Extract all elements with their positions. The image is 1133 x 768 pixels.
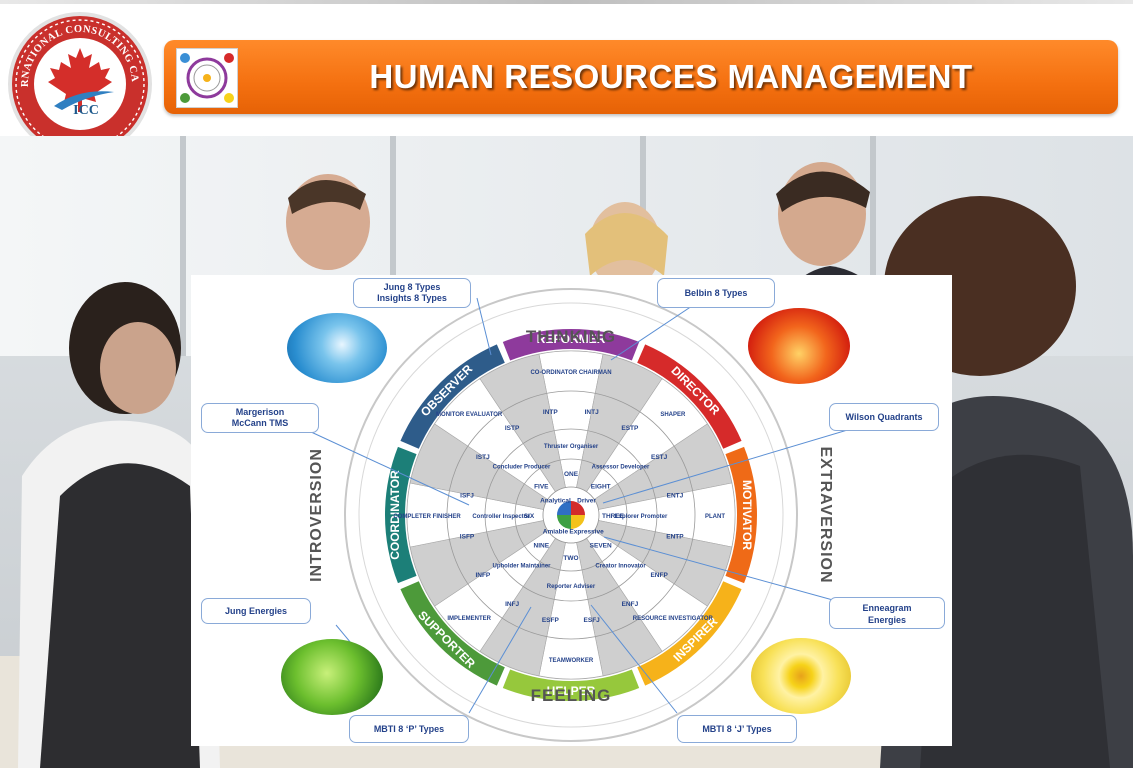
- callout-margerison: Margerison McCann TMS: [201, 403, 319, 433]
- inner-ring: [514, 458, 628, 572]
- segment-label: COORDINATOR: [388, 470, 402, 560]
- center-quadrant: [557, 501, 571, 515]
- mbti-label: ESFJ: [584, 617, 601, 624]
- title-banner: HUMAN RESOURCES MANAGEMENT: [164, 40, 1118, 114]
- axis-label-bottom: FEELING: [531, 686, 612, 705]
- mbti-label: INTP: [543, 409, 558, 416]
- belbin-label: COMPLETER FINISHER: [393, 514, 461, 520]
- callout-belbin: Belbin 8 Types: [657, 278, 775, 308]
- belbin-label: IMPLEMENTER: [447, 616, 491, 622]
- enneagram-label: ONE: [564, 471, 579, 478]
- tms-label: Reporter Adviser: [547, 584, 596, 590]
- axis-label-top: THINKING: [526, 327, 616, 346]
- page-title: HUMAN RESOURCES MANAGEMENT: [369, 58, 973, 95]
- mbti-label: ISTJ: [476, 454, 490, 461]
- logo-monogram: ICC: [73, 103, 99, 118]
- enneagram-label: THREE: [602, 513, 625, 520]
- tms-label: Thruster Organiser: [544, 444, 599, 450]
- inner-ring: [446, 390, 696, 640]
- mbti-label: ESTJ: [651, 454, 668, 461]
- mbti-label: INFP: [475, 572, 490, 579]
- segment-observer: [400, 344, 505, 449]
- segment-coordinator: [385, 446, 417, 584]
- belbin-label: SHAPER: [660, 412, 686, 418]
- callout-wilson: Wilson Quadrants: [829, 403, 939, 431]
- segment-label: MOTIVATOR: [740, 480, 754, 550]
- mbti-label: INFJ: [505, 601, 519, 608]
- mbti-label: ENTJ: [667, 492, 684, 499]
- center-quadrant: [571, 515, 585, 529]
- mbti-label: ESFP: [542, 617, 560, 624]
- callout-text: Energies: [867, 615, 907, 625]
- enneagram-label: NINE: [534, 543, 550, 550]
- outer-ring: [358, 302, 784, 728]
- top-divider: [0, 0, 1133, 4]
- segment-helper: [502, 669, 640, 701]
- wheel-graphic: REFORMERDIRECTORMOTIVATORINSPIRERHELPERS…: [295, 288, 882, 742]
- maple-leaf-icon: [48, 48, 112, 112]
- earth-image: [281, 639, 383, 715]
- callout-text: Margerison: [235, 407, 285, 417]
- callout-jung-insights: Jung 8 Types Insights 8 Types: [353, 278, 471, 308]
- segment-director: [637, 344, 742, 449]
- segment-motivator: [725, 446, 758, 584]
- quadrant-label: Expressive: [569, 529, 604, 536]
- center-quadrant: [557, 515, 571, 529]
- tms-label: Concluder Producer: [493, 465, 551, 471]
- wheel-thumbnail-icon: [176, 48, 238, 108]
- belbin-label: TEAMWORKER: [549, 658, 594, 664]
- callout-jung-energies: Jung Energies: [201, 598, 311, 624]
- inner-ring: [542, 486, 600, 544]
- enneagram-label: EIGHT: [591, 483, 611, 490]
- tms-label: Explorer Promoter: [615, 514, 668, 520]
- callout-text: McCann TMS: [231, 418, 289, 428]
- callout-mbti-j: MBTI 8 ‘J’ Types: [677, 715, 797, 743]
- belbin-label: MONITOR EVALUATOR: [436, 412, 503, 418]
- mbti-label: ISFP: [460, 534, 475, 541]
- mbti-label: ENTP: [666, 534, 684, 541]
- callout-mbti-p: MBTI 8 ‘P’ Types: [349, 715, 469, 743]
- mbti-label: INTJ: [585, 409, 599, 416]
- tms-label: Upholder Maintainer: [492, 563, 551, 569]
- callout-enneagram: Enneagram Energies: [829, 597, 945, 629]
- segment-inspirer: [637, 581, 742, 686]
- quadrant-label: Analytical: [540, 497, 571, 504]
- tms-label: Assessor Developer: [592, 465, 650, 471]
- callout-text: Jung 8 Types: [383, 282, 441, 292]
- swoosh-icon: [54, 91, 114, 110]
- tms-label: Controller Inspector: [472, 514, 530, 520]
- quadrant-label: Amiable: [543, 529, 569, 536]
- segment-supporter: [400, 581, 505, 686]
- belbin-label: CO-ORDINATOR CHAIRMAN: [530, 370, 611, 376]
- mbti-label: ISTP: [505, 425, 520, 432]
- enneagram-label: SIX: [524, 513, 535, 520]
- outer-ring: [344, 288, 798, 742]
- segment-label: REFORMER: [537, 332, 606, 346]
- segment-label: HELPER: [547, 684, 596, 698]
- tms-label: Creator Innovator: [595, 563, 646, 569]
- belbin-label: RESOURCE INVESTIGATOR: [633, 616, 714, 622]
- axis-label-left: INTROVERSION: [308, 448, 325, 582]
- mbti-label: ESTP: [621, 425, 639, 432]
- air-image: [751, 638, 851, 714]
- belbin-label: PLANT: [705, 514, 725, 520]
- center-quadrant: [571, 501, 585, 515]
- callout-text: Insights 8 Types: [377, 293, 447, 303]
- inner-ring: [484, 428, 658, 602]
- header-bar: INTERNATIONAL CONSULTING CANADA CERTIFIC…: [0, 0, 1133, 156]
- mbti-label: ENFJ: [622, 601, 639, 608]
- water-image: [287, 313, 387, 383]
- enneagram-label: FIVE: [534, 483, 549, 490]
- enneagram-label: TWO: [563, 555, 578, 562]
- callout-text: Enneagram: [862, 603, 912, 613]
- enneagram-label: SEVEN: [590, 543, 612, 550]
- fire-image: [748, 308, 850, 384]
- icc-logo: INTERNATIONAL CONSULTING CANADA CERTIFIC…: [6, 10, 152, 156]
- axis-label-right: EXTRAVERSION: [817, 446, 834, 583]
- quadrant-label: Driver: [577, 497, 596, 504]
- mbti-label: ENFP: [650, 572, 668, 579]
- segment-reformer: [502, 329, 640, 361]
- mbti-label: ISFJ: [460, 492, 474, 499]
